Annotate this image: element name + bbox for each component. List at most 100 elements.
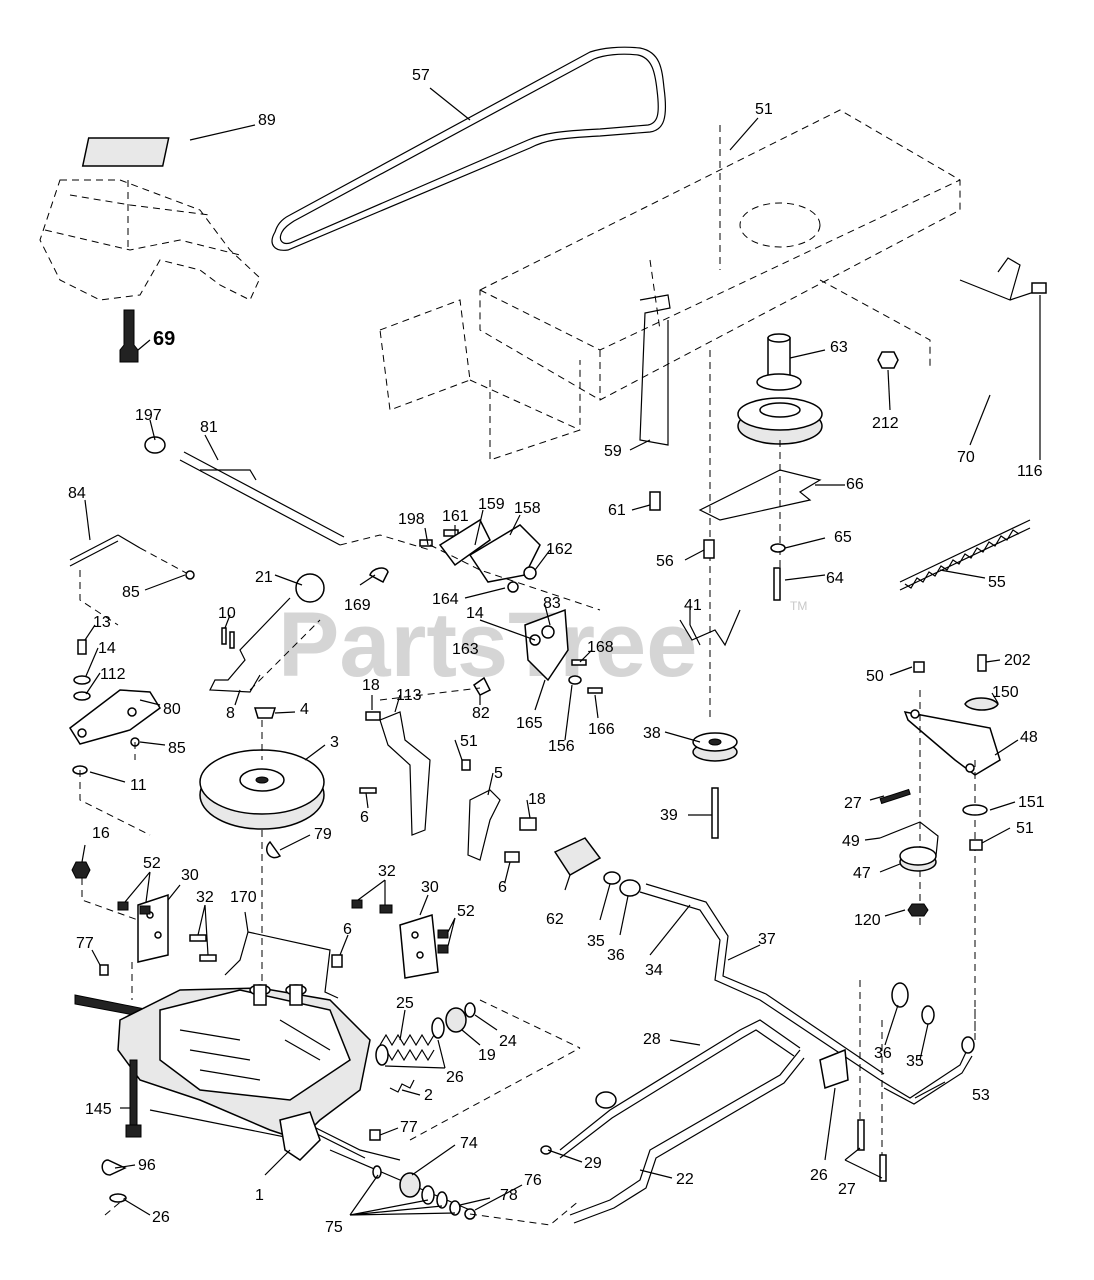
callout-8: 8	[226, 705, 235, 722]
bushing-74	[399, 1172, 421, 1198]
callout-151: 151	[1018, 794, 1045, 811]
callout-34: 34	[645, 962, 663, 979]
washer-26b	[109, 1193, 127, 1203]
callout-62: 62	[546, 911, 564, 928]
main-frame	[379, 109, 961, 720]
washer-112	[73, 691, 91, 701]
callout-19: 19	[478, 1047, 496, 1064]
nut-16	[71, 861, 91, 879]
callout-35b: 35	[906, 1053, 924, 1070]
bracket-113	[359, 711, 537, 863]
callout-39: 39	[660, 807, 678, 824]
callout-52b: 52	[457, 903, 475, 920]
callout-212: 212	[872, 415, 899, 432]
callout-labels: 57 89 51 69 197 81 63 212 70 116 59 66 6…	[68, 67, 1045, 1236]
bolt-27b	[857, 1119, 865, 1151]
nut-24	[464, 1002, 476, 1018]
clip-59	[639, 294, 671, 446]
bracket-80	[69, 639, 162, 836]
shaft-hardware-right	[819, 980, 935, 1182]
callout-76: 76	[524, 1172, 542, 1189]
bolt-145	[129, 1059, 138, 1131]
callout-11: 11	[130, 777, 147, 794]
callout-41: 41	[684, 597, 702, 614]
pedal-pad-62	[553, 837, 602, 876]
spring-2	[389, 1079, 415, 1093]
callout-80: 80	[163, 701, 181, 718]
spring-55	[899, 519, 1031, 591]
idler-bracket-48	[879, 654, 1001, 1040]
callout-161: 161	[442, 508, 469, 525]
callout-159: 159	[478, 496, 505, 513]
rod-22	[569, 1049, 805, 1224]
callout-69: 69	[153, 328, 175, 350]
callout-112: 112	[100, 666, 126, 683]
bolt-56	[703, 539, 715, 559]
nut-51b	[461, 759, 471, 771]
callout-3: 3	[330, 734, 339, 751]
callout-85b: 85	[168, 740, 186, 757]
washer-14	[73, 675, 91, 685]
callout-156: 156	[548, 738, 575, 755]
pin-77	[99, 964, 109, 976]
bolt-64	[773, 567, 781, 601]
callout-38: 38	[643, 725, 661, 742]
collar-19	[445, 1007, 467, 1033]
callout-66: 66	[846, 476, 864, 493]
bushing-156	[568, 675, 582, 685]
callout-170: 170	[230, 889, 257, 906]
callout-198: 198	[398, 511, 425, 528]
callout-36: 36	[607, 947, 625, 964]
pin-10	[221, 627, 227, 645]
pin-77b	[369, 1129, 381, 1141]
callout-21: 21	[255, 569, 273, 586]
nut-162	[523, 566, 537, 580]
callout-49: 49	[842, 833, 860, 850]
callout-113: 113	[396, 687, 422, 704]
plate-30-right	[351, 899, 449, 979]
callout-169: 169	[344, 597, 371, 614]
bolt-27	[879, 788, 911, 805]
callout-26: 26	[446, 1069, 464, 1086]
bracket-5	[467, 789, 501, 861]
callout-84: 84	[68, 485, 86, 502]
bolt-13	[77, 639, 87, 655]
bolt-6	[359, 787, 377, 794]
callout-162: 162	[546, 541, 573, 558]
lever-8	[209, 573, 325, 693]
callout-85: 85	[122, 584, 140, 601]
bracket-assembly-158	[369, 518, 601, 611]
transmission-pulley-3	[199, 707, 325, 985]
axle-parts	[101, 1047, 581, 1226]
callout-164: 164	[432, 591, 459, 608]
washer-26	[375, 1044, 389, 1066]
callout-61: 61	[608, 502, 626, 519]
callout-26c: 26	[152, 1209, 170, 1226]
callout-10: 10	[218, 605, 236, 622]
callout-74: 74	[460, 1135, 478, 1152]
callout-32: 32	[196, 889, 214, 906]
callout-2: 2	[424, 1087, 433, 1104]
callout-70: 70	[957, 449, 975, 466]
callout-120: 120	[854, 912, 881, 929]
callout-57: 57	[412, 67, 430, 84]
bolt-69	[119, 309, 139, 363]
callout-59: 59	[604, 443, 622, 460]
bolt-52	[117, 901, 129, 911]
callout-51c: 51	[1016, 820, 1034, 837]
bolt-166	[587, 687, 603, 694]
knob-21	[295, 573, 325, 603]
plate-30-left	[71, 861, 217, 1000]
callout-158: 158	[514, 500, 541, 517]
callout-35: 35	[587, 933, 605, 950]
pin-29	[540, 1145, 552, 1155]
callout-166: 166	[588, 721, 615, 738]
callout-64: 64	[826, 570, 844, 587]
callout-96: 96	[138, 1157, 156, 1174]
callout-50: 50	[866, 668, 884, 685]
callout-4: 4	[300, 701, 309, 718]
watermark-text: PartsTree	[278, 594, 697, 696]
callout-18b: 18	[528, 791, 546, 808]
rod-70	[959, 257, 1041, 301]
